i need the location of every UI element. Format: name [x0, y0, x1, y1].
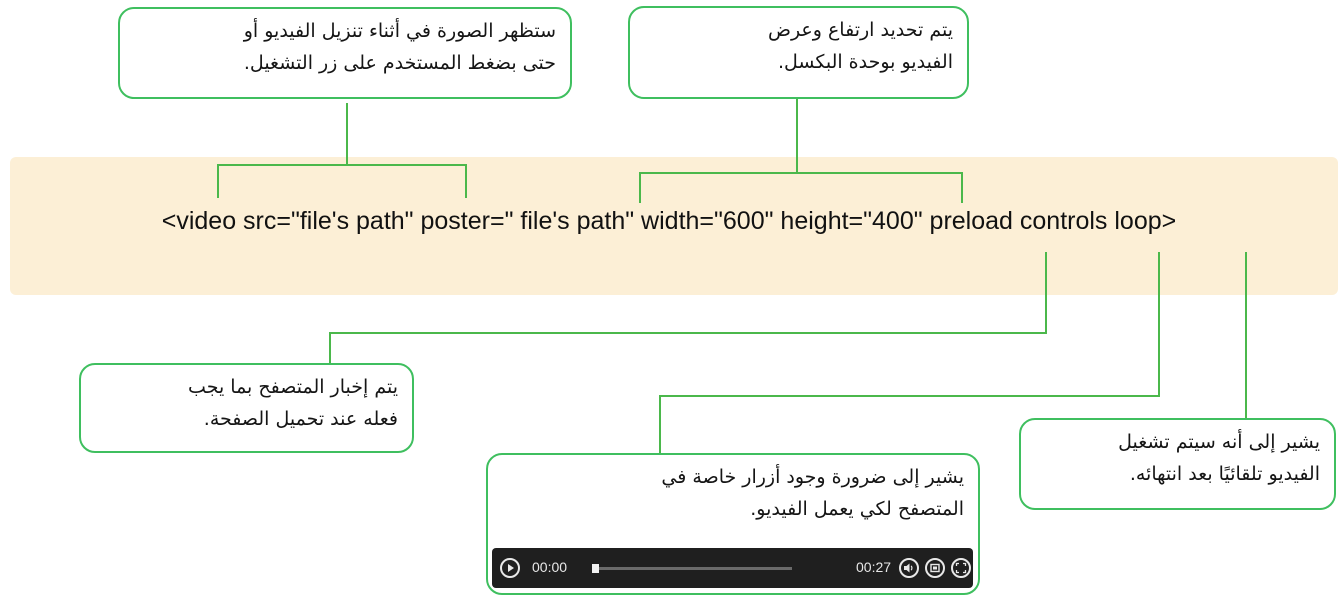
callout-controls-line-2: المتصفح لكي يعمل الفيديو. [750, 498, 964, 520]
callout-loop-line-2: الفيديو تلقائيًا بعد انتهائه. [1129, 463, 1320, 485]
progress-bar[interactable] [592, 560, 804, 576]
connector-size [639, 98, 963, 203]
callout-poster: ستظهر الصورة في أثناء تنزيل الفيديو أو ح… [118, 7, 572, 99]
volume-icon[interactable] [899, 558, 919, 578]
callout-preload-line-1: يتم إخبار المتصفح بما يجب [188, 376, 398, 398]
connector-controls [659, 252, 1160, 453]
callout-poster-line-1: ستظهر الصورة في أثناء تنزيل الفيديو أو [243, 20, 556, 42]
callout-controls-line-1: يشير إلى ضرورة وجود أزرار خاصة في [661, 466, 964, 488]
video-tag-code: <video src="file's path" poster=" file's… [161, 207, 1177, 235]
callout-size: يتم تحديد ارتفاع وعرض الفيديو بوحدة البك… [628, 6, 969, 99]
code-band [10, 157, 1338, 295]
connector-preload [329, 252, 1047, 363]
callout-loop: يشير إلى أنه سيتم تشغيل الفيديو تلقائيًا… [1019, 418, 1336, 510]
callout-preload-line-2: فعله عند تحميل الصفحة. [203, 408, 398, 430]
duration-time: 00:27 [856, 559, 892, 575]
fullscreen-icon[interactable] [951, 558, 971, 578]
callout-size-line-1: يتم تحديد ارتفاع وعرض [767, 19, 953, 41]
connector-poster [217, 103, 467, 198]
callout-size-line-2: الفيديو بوحدة البكسل. [777, 51, 953, 73]
play-icon[interactable] [500, 558, 520, 578]
video-player-controls: 00:00 00:27 [492, 548, 973, 588]
callout-loop-line-1: يشير إلى أنه سيتم تشغيل [1118, 431, 1320, 453]
progress-thumb [592, 564, 599, 573]
callout-poster-line-2: حتى بضغط المستخدم على زر التشغيل. [243, 52, 556, 74]
current-time: 00:00 [532, 559, 568, 575]
fit-screen-icon[interactable] [925, 558, 945, 578]
callout-preload: يتم إخبار المتصفح بما يجب فعله عند تحميل… [79, 363, 414, 453]
